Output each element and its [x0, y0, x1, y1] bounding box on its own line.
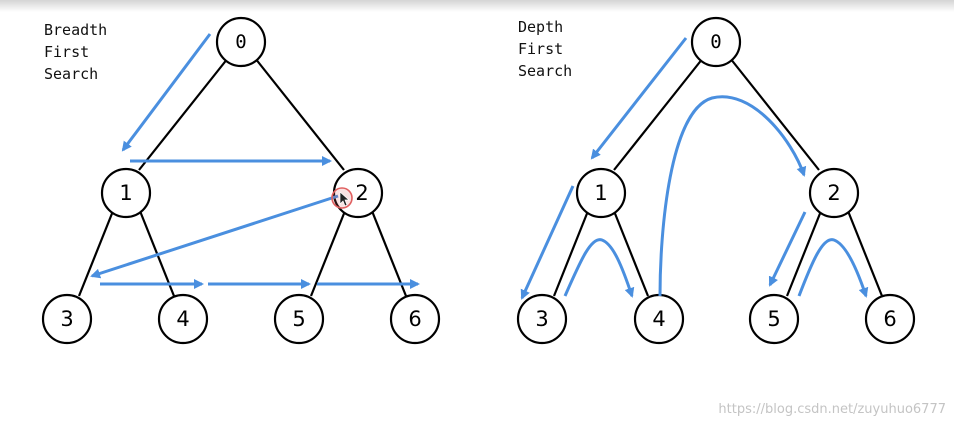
bfs-title-line: Breadth	[44, 21, 108, 39]
dfs-title: Depth First Search	[518, 16, 572, 82]
dfs-tree: 0 1 2 3 4 5 6	[516, 16, 916, 345]
bfs-node-1: 1	[100, 167, 152, 219]
dfs-arrow-3-to-4	[563, 238, 635, 298]
dfs-arrow-0-to-1	[590, 37, 688, 160]
node-label: 5	[767, 307, 780, 331]
bfs-node-4: 4	[157, 293, 209, 345]
dfs-node-3: 3	[516, 293, 568, 345]
bfs-node-0: 0	[215, 16, 267, 68]
node-label: 2	[355, 181, 368, 205]
bfs-edge-0-1	[138, 57, 229, 171]
node-label: 5	[292, 307, 305, 331]
dfs-title-line: Depth	[518, 18, 564, 36]
node-label: 0	[710, 31, 721, 53]
bfs-title: Breadth First Search	[44, 19, 107, 85]
node-label: 6	[408, 307, 421, 331]
dfs-node-6: 6	[864, 293, 916, 345]
bfs-title-line: Search	[44, 65, 99, 83]
node-label: 0	[235, 31, 246, 53]
dfs-edge-0-1	[613, 57, 704, 171]
dfs-arrow-5-to-6	[797, 238, 869, 298]
bfs-arrow-2-to-3	[90, 194, 339, 279]
dfs-arrow-1-to-3	[520, 185, 575, 300]
bfs-node-5: 5	[273, 293, 325, 345]
dfs-node-4: 4	[633, 293, 685, 345]
node-label: 1	[119, 181, 132, 205]
bfs-edge-1-3	[77, 210, 115, 297]
dfs-edge-1-4	[612, 210, 650, 297]
dfs-edge-2-5	[785, 210, 823, 297]
bfs-edge-2-6	[370, 210, 408, 297]
node-label: 3	[535, 307, 548, 331]
dfs-arrow-4-to-2	[658, 95, 807, 297]
dfs-node-0: 0	[690, 16, 742, 68]
node-label: 2	[827, 181, 840, 205]
watermark-text: https://blog.csdn.net/zuyuhuo6777	[718, 402, 946, 417]
bfs-node-3: 3	[41, 293, 93, 345]
node-label: 3	[60, 307, 73, 331]
dfs-edge-1-3	[552, 210, 590, 297]
bfs-edge-0-2	[254, 57, 345, 171]
dfs-node-1: 1	[575, 167, 627, 219]
node-label: 6	[883, 307, 896, 331]
bfs-arrow-0-to-1	[121, 33, 212, 152]
bfs-title-line: First	[44, 43, 90, 61]
bfs-node-6: 6	[389, 293, 441, 345]
node-label: 4	[176, 307, 189, 331]
top-shadow	[0, 0, 954, 12]
dfs-node-5: 5	[748, 293, 800, 345]
dfs-edge-0-2	[729, 57, 820, 171]
dfs-arrow-2-to-5	[768, 211, 807, 287]
dfs-node-2: 2	[808, 167, 860, 219]
bfs-tree: 0 1 2 3 4 5 6	[41, 16, 441, 345]
dfs-title-line: Search	[518, 62, 573, 80]
dfs-edge-2-6	[846, 210, 884, 297]
cursor-icon	[331, 187, 353, 209]
bfs-edge-2-5	[309, 210, 347, 297]
node-label: 4	[652, 307, 665, 331]
node-label: 1	[594, 181, 607, 205]
dfs-title-line: First	[518, 40, 564, 58]
